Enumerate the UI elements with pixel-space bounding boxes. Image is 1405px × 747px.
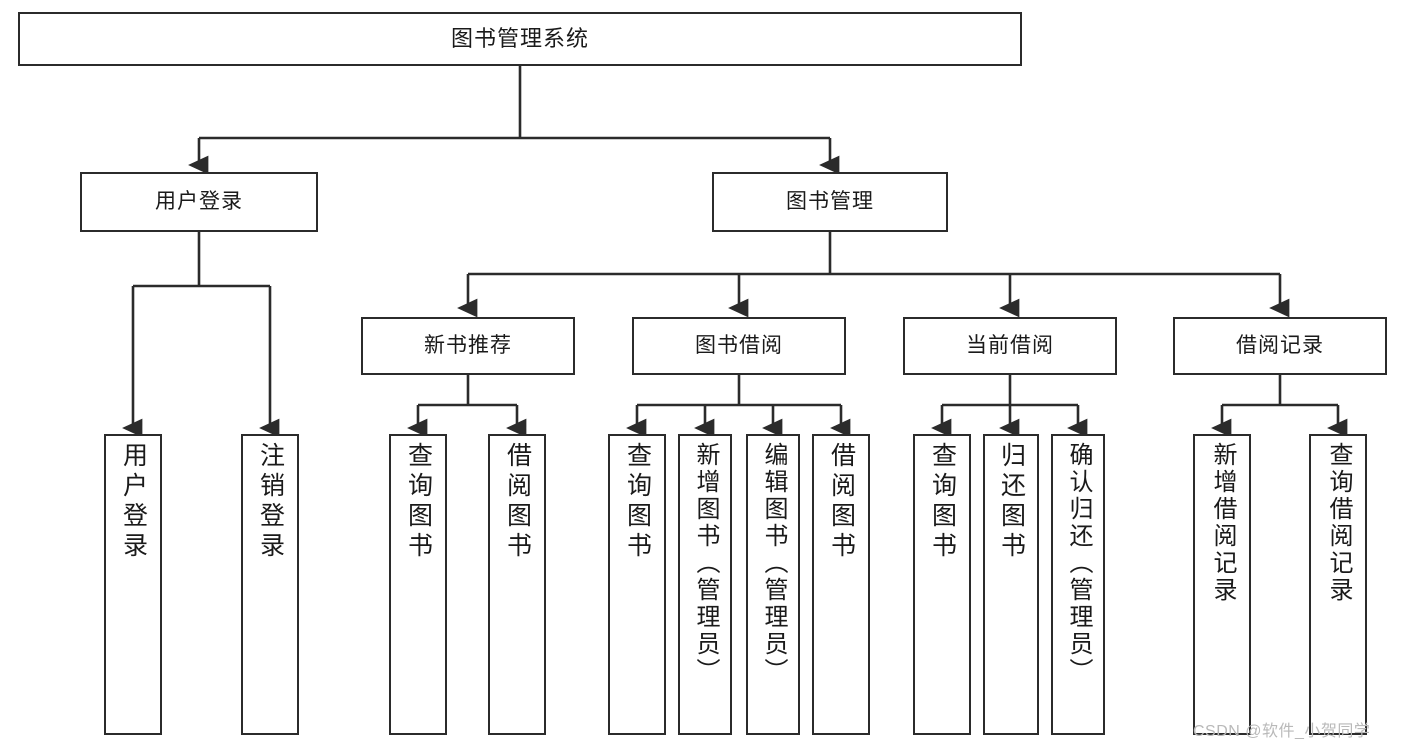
node-user-login[interactable]: 用户登录	[80, 172, 318, 232]
node-label: 图书借阅	[695, 333, 783, 357]
node-label: 编辑图书（管理员）	[760, 442, 787, 685]
node-current-borrow[interactable]: 当前借阅	[903, 317, 1117, 375]
node-label: 当前借阅	[966, 333, 1054, 357]
csdn-watermark: CSDN @软件_小贺同学	[1193, 723, 1371, 740]
node-label: 注销登录	[256, 442, 285, 562]
node-label: 确认归还（管理员）	[1065, 442, 1092, 685]
leaf-query-borrow-record[interactable]: 查询借阅记录	[1309, 434, 1367, 735]
node-book-management[interactable]: 图书管理	[712, 172, 948, 232]
node-label: 借阅图书	[827, 442, 856, 562]
leaf-add-borrow-record[interactable]: 新增借阅记录	[1193, 434, 1251, 735]
node-label: 查询图书	[928, 442, 957, 562]
node-label: 新增图书（管理员）	[692, 442, 719, 685]
leaf-return-book[interactable]: 归还图书	[983, 434, 1039, 735]
leaf-user-logout[interactable]: 注销登录	[241, 434, 299, 735]
node-label: 借阅记录	[1236, 333, 1324, 357]
node-label: 新书推荐	[424, 333, 512, 357]
leaf-borrow-book[interactable]: 借阅图书	[812, 434, 870, 735]
leaf-add-book-admin[interactable]: 新增图书（管理员）	[678, 434, 732, 735]
leaf-query-book-borrow[interactable]: 查询图书	[608, 434, 666, 735]
node-root-system[interactable]: 图书管理系统	[18, 12, 1022, 66]
node-label: 用户登录	[155, 189, 243, 213]
node-label: 查询图书	[404, 442, 433, 562]
node-new-book-recommend[interactable]: 新书推荐	[361, 317, 575, 375]
node-label: 新增借阅记录	[1209, 442, 1236, 604]
node-label: 图书管理	[786, 189, 874, 213]
node-label: 用户登录	[119, 442, 148, 562]
leaf-query-book-current[interactable]: 查询图书	[913, 434, 971, 735]
leaf-user-login[interactable]: 用户登录	[104, 434, 162, 735]
leaf-query-book-recommend[interactable]: 查询图书	[389, 434, 447, 735]
node-book-borrow[interactable]: 图书借阅	[632, 317, 846, 375]
leaf-confirm-return-admin[interactable]: 确认归还（管理员）	[1051, 434, 1105, 735]
node-label: 归还图书	[997, 442, 1026, 562]
leaf-edit-book-admin[interactable]: 编辑图书（管理员）	[746, 434, 800, 735]
leaf-borrow-book-recommend[interactable]: 借阅图书	[488, 434, 546, 735]
node-label: 查询图书	[623, 442, 652, 562]
node-label: 查询借阅记录	[1325, 442, 1352, 604]
node-label: 图书管理系统	[450, 26, 589, 52]
node-borrow-record[interactable]: 借阅记录	[1173, 317, 1387, 375]
node-label: 借阅图书	[503, 442, 532, 562]
